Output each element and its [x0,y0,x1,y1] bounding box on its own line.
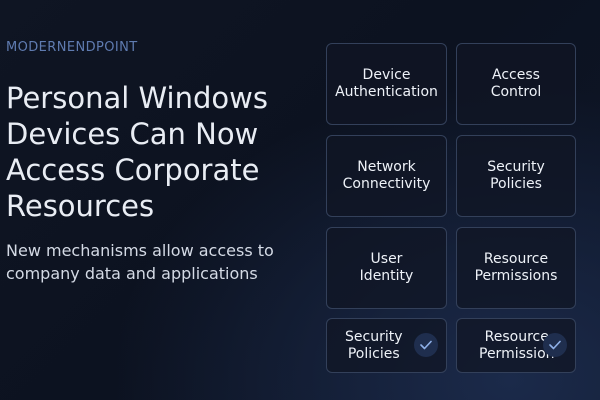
card-label: User Identity [359,251,414,284]
card-label: Device Authentication [335,67,438,100]
card-resource-permission-checked[interactable]: Resource Permission [456,318,576,373]
checkmark-icon [414,333,438,357]
card-device-authentication[interactable]: Device Authentication [326,43,447,125]
card-user-identity[interactable]: User Identity [326,227,447,309]
headline: Personal Windows Devices Can Now Access … [6,81,268,223]
card-label: Security Policies [345,328,403,362]
subheadline: New mechanisms allow access to company d… [6,241,274,283]
card-resource-permissions[interactable]: Resource Permissions [456,227,576,309]
card-security-policies[interactable]: Security Policies [456,135,576,217]
card-label: Access Control [490,67,542,100]
card-security-policies-checked[interactable]: Security Policies [326,318,447,373]
card-label: Resource Permission [479,328,555,362]
card-network-connectivity[interactable]: Network Connectivity [326,135,447,217]
checkmark-icon [543,333,567,357]
card-access-control[interactable]: Access Control [456,43,576,125]
card-label: Resource Permissions [474,251,558,284]
card-label: Network Connectivity [342,159,431,192]
brand-label: MODERNENDPOINT [6,40,138,55]
card-label: Security Policies [487,159,545,192]
